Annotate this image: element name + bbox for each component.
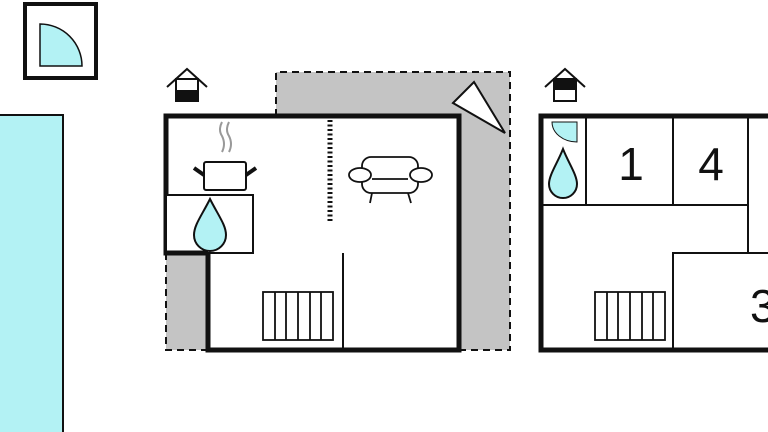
terrace: [276, 72, 510, 350]
pool: [0, 114, 64, 432]
shower-door-icon: [23, 2, 98, 80]
water-drop-icon: [547, 146, 579, 199]
stairs-icon: [594, 291, 666, 341]
room-number: 4: [698, 138, 724, 190]
ground-floor-plan: [163, 71, 511, 353]
first-floor-plan: 1 4 3: [538, 113, 768, 353]
terrace: [166, 253, 208, 350]
room-number: 3: [750, 280, 768, 332]
room-number: 1: [618, 138, 644, 190]
shower-door-icon: [551, 121, 578, 143]
cooking-pot-icon: [192, 121, 258, 191]
north-compass-icon: [451, 80, 506, 134]
entrance-house-icon: [166, 67, 208, 102]
stairs-icon: [262, 291, 334, 341]
sofa-icon: [348, 156, 433, 204]
water-drop-icon: [192, 196, 228, 252]
entrance-house-icon: [544, 67, 586, 102]
